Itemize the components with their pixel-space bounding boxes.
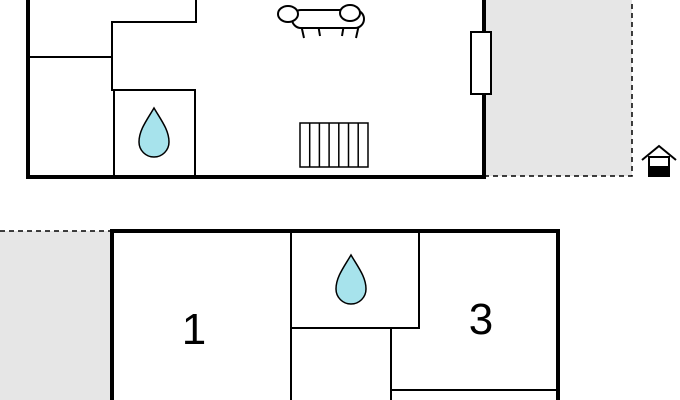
terrace-upper (484, 0, 633, 177)
terrace-lower (0, 230, 112, 400)
room-3-label: 3 (469, 295, 493, 344)
sofa-icon (277, 4, 365, 39)
upper-floor (26, 0, 486, 179)
window-icon (470, 31, 492, 95)
water-drop-icon (335, 253, 367, 305)
house-entrance-icon (641, 144, 677, 177)
radiator-icon (299, 122, 369, 168)
lower-floor (110, 229, 560, 400)
room-1-label: 1 (182, 305, 206, 354)
water-drop-icon (138, 106, 170, 158)
